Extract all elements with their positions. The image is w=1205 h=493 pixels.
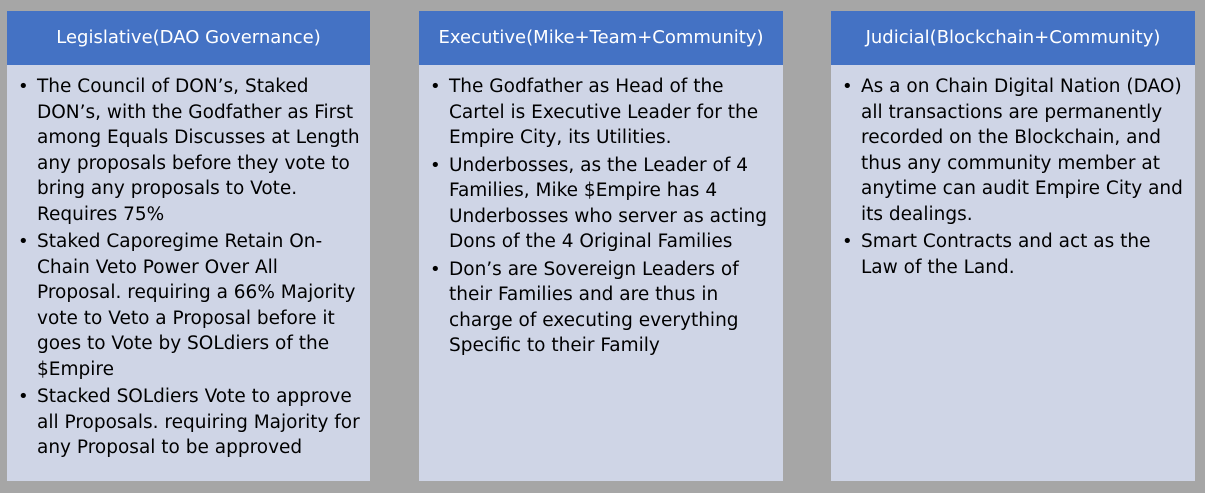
legislative-bullet-list: • The Council of DON’s, Staked DON’s, wi… [7,65,370,461]
bullet-text: Don’s are Sovereign Leaders of their Fam… [449,258,739,357]
bullet-item: • The Godfather as Head of the Cartel is… [430,74,775,151]
bullet-item: • Staked Caporegime Retain On-Chain Veto… [18,229,362,382]
bullet-icon: • [18,386,29,407]
bullet-item: • The Council of DON’s, Staked DON’s, wi… [18,74,362,227]
bullet-icon: • [430,76,441,97]
bullet-item: • Smart Contracts and act as the Law of … [842,229,1187,280]
executive-bullet-list: • The Godfather as Head of the Cartel is… [419,65,783,359]
bullet-icon: • [842,76,853,97]
bullet-icon: • [430,258,441,280]
judicial-bullet-list: • As a on Chain Digital Nation (DAO) all… [831,65,1195,280]
executive-header: Executive(Mike+Team+Community) [419,11,783,65]
bullet-icon: • [842,231,853,252]
bullet-item: • Underbosses, as the Leader of 4 Famili… [430,153,775,255]
bullet-icon: • [18,231,29,252]
bullet-text: Staked Caporegime Retain On-Chain Veto P… [37,231,356,380]
bullet-text: Stacked SOLdiers Vote to approve all Pro… [37,386,360,458]
bullet-text: The Council of DON’s, Staked DON’s, with… [37,76,360,225]
judicial-header: Judicial(Blockchain+Community) [831,11,1195,65]
legislative-column: Legislative(DAO Governance) • The Counci… [7,11,370,481]
bullet-text: As a on Chain Digital Nation (DAO) all t… [861,76,1183,225]
bullet-icon: • [18,76,29,97]
executive-column: Executive(Mike+Team+Community) • The God… [419,11,783,481]
bullet-text: Smart Contracts and act as the Law of th… [861,231,1151,278]
bullet-text: Underbosses, as the Leader of 4 Families… [449,154,767,253]
bullet-item: • Stacked SOLdiers Vote to approve all P… [18,384,362,461]
judicial-column: Judicial(Blockchain+Community) • As a on… [831,11,1195,481]
bullet-item: • Don’s are Sovereign Leaders of their F… [430,257,775,359]
bullet-icon: • [430,154,441,176]
bullet-text: The Godfather as Head of the Cartel is E… [449,76,759,148]
legislative-header: Legislative(DAO Governance) [7,11,370,65]
bullet-item: • As a on Chain Digital Nation (DAO) all… [842,74,1187,227]
